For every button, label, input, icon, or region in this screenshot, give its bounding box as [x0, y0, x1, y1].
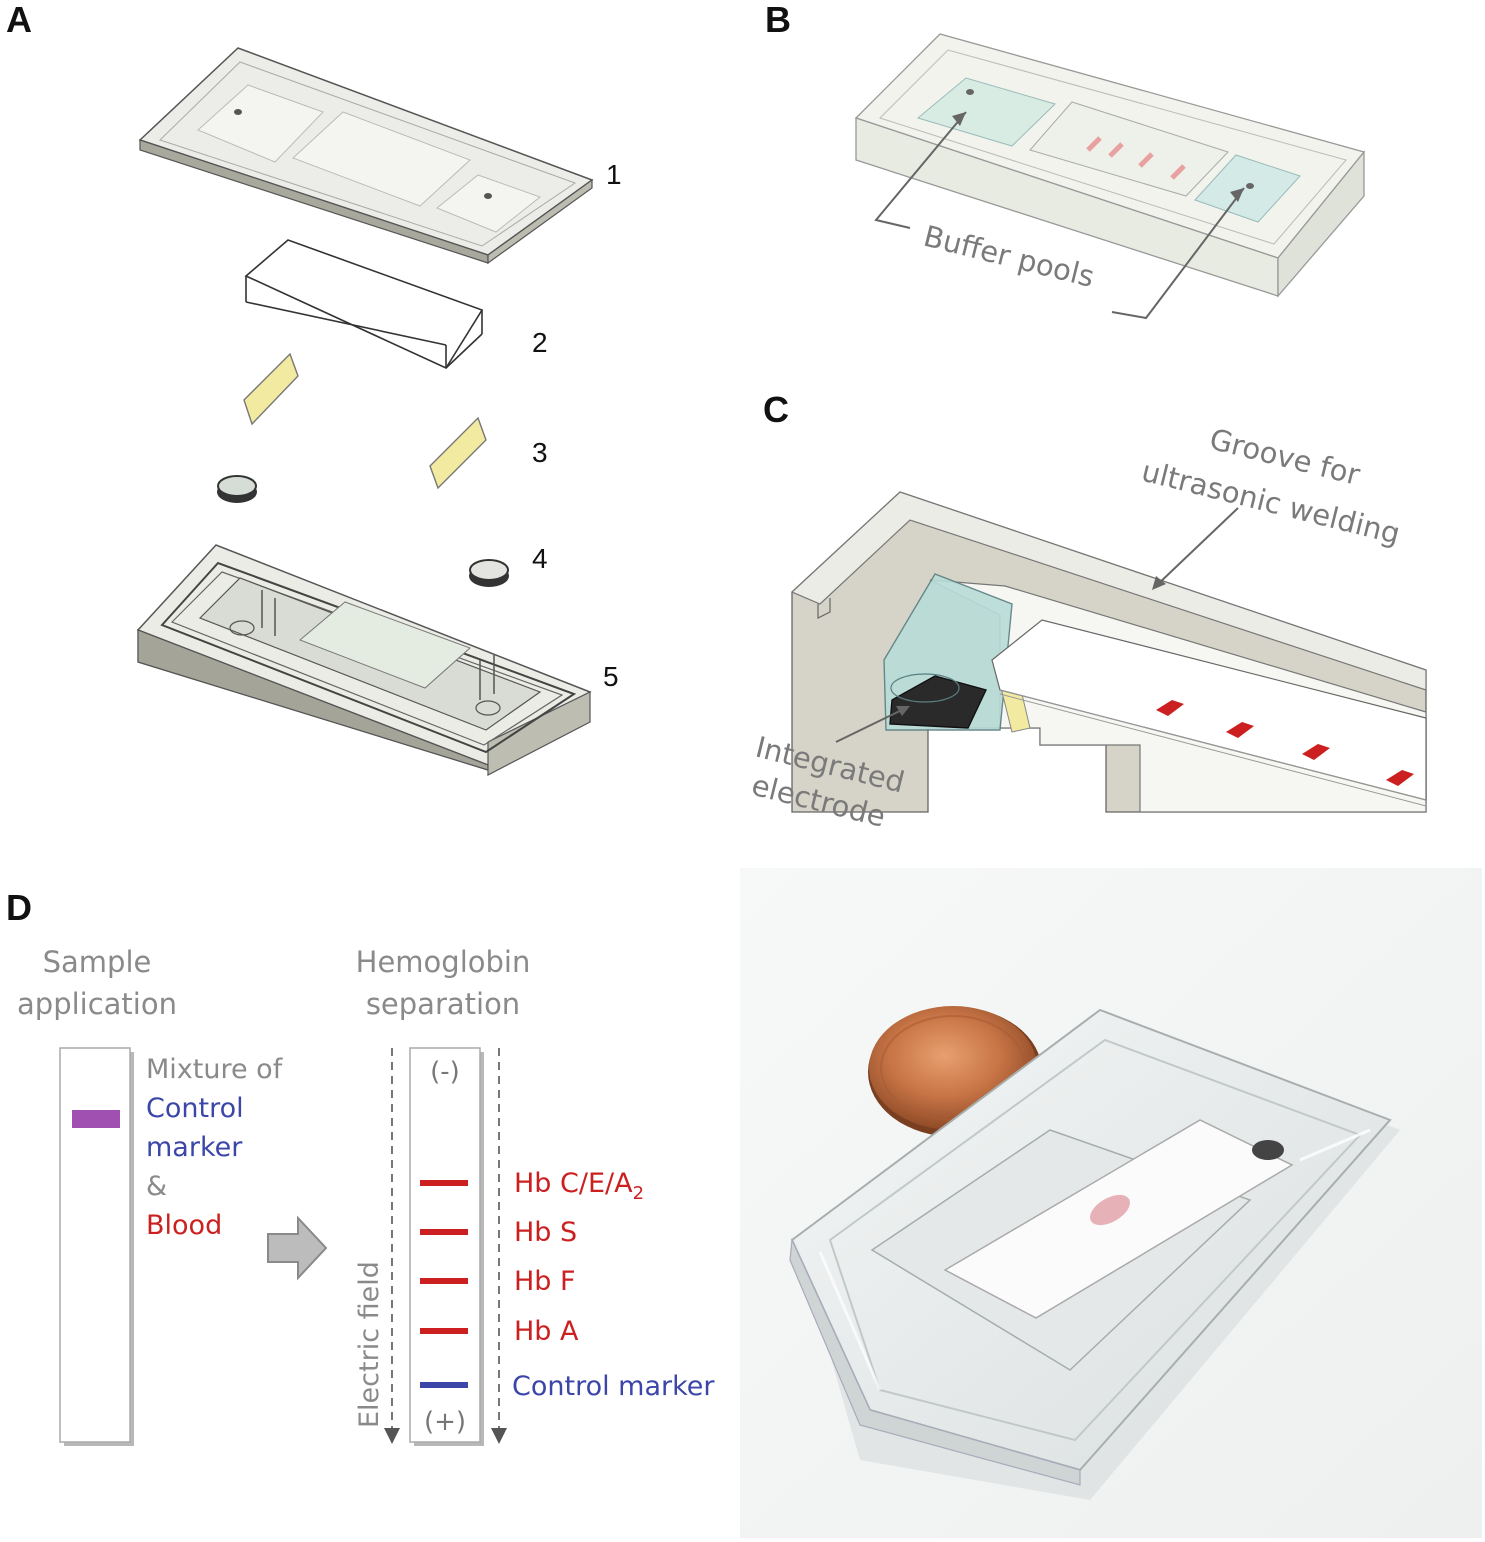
band-hb-a: [420, 1328, 468, 1334]
control-label: Control: [146, 1093, 244, 1124]
chip-device: [789, 1008, 1392, 1486]
groove-callout: [1152, 507, 1239, 590]
buffer-pool-callouts: [874, 111, 1245, 320]
mixture-of-label: Mixture of: [146, 1054, 284, 1085]
electrode-strip-right: [429, 416, 487, 490]
cross-section-view: [790, 491, 1427, 813]
panel-a: A 1 2 3: [6, 0, 622, 776]
sample-heading-line2: application: [17, 987, 177, 1021]
band-hb-f: [420, 1278, 468, 1284]
electric-field-label: Electric field: [354, 1261, 385, 1428]
film-part: [244, 239, 484, 370]
part-label-5: 5: [603, 661, 619, 692]
blood-label: Blood: [146, 1210, 222, 1241]
sample-heading-line1: Sample: [43, 945, 152, 979]
part-label-4: 4: [532, 543, 548, 574]
anode-sign: (+): [424, 1407, 466, 1437]
separation-heading-line2: separation: [366, 987, 520, 1021]
band-label-hb-cea2: Hb C/E/A2: [514, 1168, 644, 1204]
ampersand-label: &: [146, 1171, 167, 1202]
separation-strip: [409, 1047, 484, 1446]
cathode-sign: (-): [430, 1057, 460, 1087]
panel-b: B Buffer pools: [765, 0, 1366, 320]
marker-label: marker: [146, 1132, 243, 1163]
electric-field-lines: [384, 1048, 507, 1444]
base-part: [136, 544, 592, 776]
device-photo: [740, 868, 1482, 1538]
band-label-hb-f: Hb F: [514, 1266, 576, 1297]
band-label-hb-a: Hb A: [514, 1316, 579, 1347]
band-control-marker: [420, 1382, 468, 1388]
mixture-band: [72, 1110, 120, 1128]
part-label-2: 2: [532, 327, 548, 358]
magnet-left: [217, 475, 257, 503]
part-label-1: 1: [606, 159, 622, 190]
separation-heading-line1: Hemoglobin: [356, 945, 531, 979]
process-arrow-icon: [267, 1215, 328, 1281]
panel-d: D Sample application Hemoglobin separati…: [6, 887, 715, 1446]
electrode-callout: [835, 706, 910, 743]
band-hb-s: [420, 1229, 468, 1235]
panel-letter-b: B: [765, 0, 791, 40]
assembled-chip-transparent: [854, 33, 1366, 298]
magnet-right: [469, 559, 509, 587]
panel-e: E: [740, 868, 1482, 1538]
electrode-strip-left: [243, 352, 299, 426]
panel-letter-c: C: [763, 389, 789, 430]
band-label-control-marker: Control marker: [512, 1371, 715, 1402]
band-label-hb-s: Hb S: [514, 1217, 577, 1248]
buffer-pools-label: Buffer pools: [920, 219, 1097, 294]
part-label-3: 3: [532, 437, 548, 468]
lid-part: [138, 47, 594, 265]
panel-letter-a: A: [6, 0, 32, 40]
panel-letter-d: D: [6, 887, 32, 928]
sample-strip: [59, 1047, 134, 1446]
band-hb-cea2: [420, 1180, 468, 1186]
panel-c: C: [748, 389, 1427, 834]
